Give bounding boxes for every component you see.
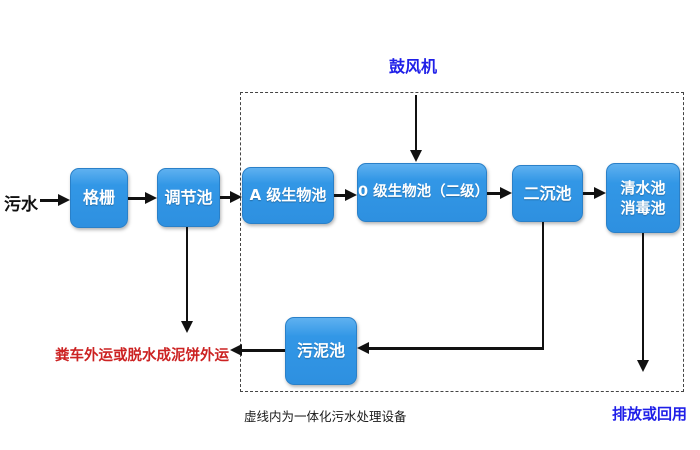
discharge-label: 排放或回用 bbox=[612, 405, 688, 423]
box-regulating-tank: 调节池 bbox=[157, 168, 220, 227]
box-o-bio-tank: 0 级生物池（二级） bbox=[357, 163, 490, 222]
box-a-bio-tank: A 级生物池 bbox=[242, 167, 334, 224]
box-clear-water-disinfection-tank-label: 清水池 消毒池 bbox=[620, 178, 665, 219]
box-secondary-sedimentation-tank: 二沉池 bbox=[512, 165, 583, 222]
box-grid-label: 格栅 bbox=[82, 188, 115, 208]
box-clear-water-disinfection-tank: 清水池 消毒池 bbox=[606, 163, 680, 233]
box-grid: 格栅 bbox=[70, 168, 128, 228]
box-regulating-tank-label: 调节池 bbox=[164, 187, 213, 207]
box-secondary-sedimentation-tank-label: 二沉池 bbox=[523, 183, 572, 203]
box-a-bio-tank-label: A 级生物池 bbox=[249, 186, 327, 205]
box-sludge-tank-label: 污泥池 bbox=[296, 341, 345, 361]
box-sludge-tank: 污泥池 bbox=[285, 317, 357, 385]
sludge-disposal-label: 粪车外运或脱水成泥饼外运 bbox=[55, 348, 229, 364]
blower-label: 鼓风机 bbox=[389, 57, 438, 76]
box-o-bio-tank-label: 0 级生物池（二级） bbox=[358, 183, 490, 200]
dashed-equipment-boundary bbox=[240, 92, 684, 392]
clear-water-line: 清水池 bbox=[620, 178, 666, 197]
equipment-boundary-caption: 虚线内为一体化污水处理设备 bbox=[244, 409, 407, 424]
source-label: 污水 bbox=[4, 195, 38, 215]
disinfection-line: 消毒池 bbox=[620, 199, 666, 217]
